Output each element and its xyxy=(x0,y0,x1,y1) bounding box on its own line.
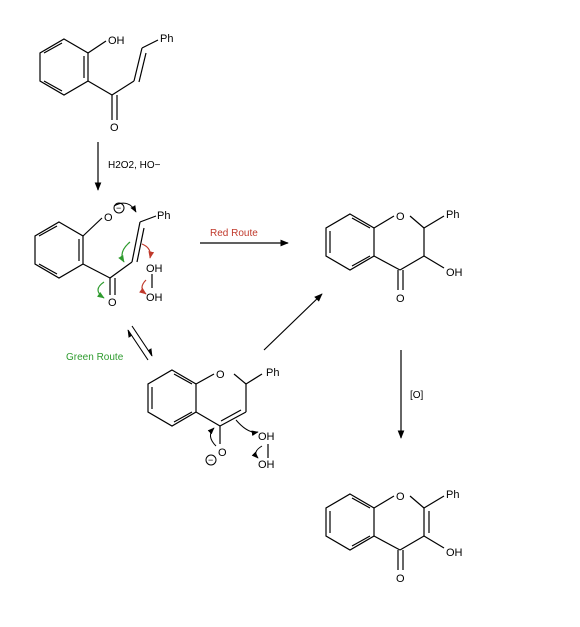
enolate-oh1-label: OH xyxy=(258,431,275,443)
enolate-curly-arrow-1 xyxy=(207,427,217,447)
enolate-curly-arrow-2 xyxy=(235,419,259,436)
dihydroflavonol-molecule xyxy=(325,213,445,290)
flavonol-o-ring-label: O xyxy=(396,491,405,503)
green-to-product-arrow xyxy=(263,293,323,351)
dihydroflavonol-o-ketone-label: O xyxy=(396,293,405,305)
green-curly-arrow-2 xyxy=(97,281,105,299)
intermediate-o-label: O xyxy=(104,212,113,224)
chalcone-o-label: O xyxy=(110,122,119,134)
intermediate-charge-symbol: − xyxy=(116,203,121,213)
step1-reagents: H2O2, HO− xyxy=(108,160,161,171)
intermediate-o-ketone-label: O xyxy=(108,297,117,309)
attack-arrow xyxy=(113,202,137,213)
enolate-negative-charge xyxy=(205,454,217,466)
green-curly-arrow-1 xyxy=(118,241,131,263)
chalcone-ph-label: Ph xyxy=(160,33,173,45)
green-route-label: Green Route xyxy=(66,352,124,363)
enolate-charge-symbol: − xyxy=(208,455,213,465)
flavonol-molecule xyxy=(325,493,445,570)
enolate-oh2-label: OH xyxy=(258,459,275,471)
intermediate-ph-label: Ph xyxy=(157,210,170,222)
enolate-ph-label: Ph xyxy=(266,367,279,379)
green-route-equilibrium-arrows xyxy=(127,325,153,361)
dihydroflavonol-oh-label: OH xyxy=(446,267,463,279)
flavonol-oh-label: OH xyxy=(446,547,463,559)
enolate-o-minus-label: O xyxy=(218,447,227,459)
dihydroflavonol-ph-label: Ph xyxy=(446,209,459,221)
enolate-o-ring-label: O xyxy=(216,369,225,381)
flavonol-ph-label: Ph xyxy=(446,489,459,501)
red-route-label: Red Route xyxy=(210,228,258,239)
dihydroflavonol-o-ring-label: O xyxy=(396,211,405,223)
chalcone-oh-label: OH xyxy=(108,35,125,47)
flavonol-o-ketone-label: O xyxy=(396,573,405,585)
intermediate-molecule xyxy=(34,215,157,295)
enolate-molecule xyxy=(147,369,269,458)
red-curly-arrow-1 xyxy=(141,243,155,259)
intermediate-oh2-label: OH xyxy=(146,292,163,304)
enolate-curly-arrow-3 xyxy=(251,445,263,459)
oxidation-reagent: [O] xyxy=(410,390,424,401)
red-curly-arrow-2 xyxy=(139,279,147,295)
chalcone-molecule xyxy=(39,38,159,120)
intermediate-negative-charge xyxy=(113,202,125,214)
intermediate-oh1-label: OH xyxy=(146,263,163,275)
